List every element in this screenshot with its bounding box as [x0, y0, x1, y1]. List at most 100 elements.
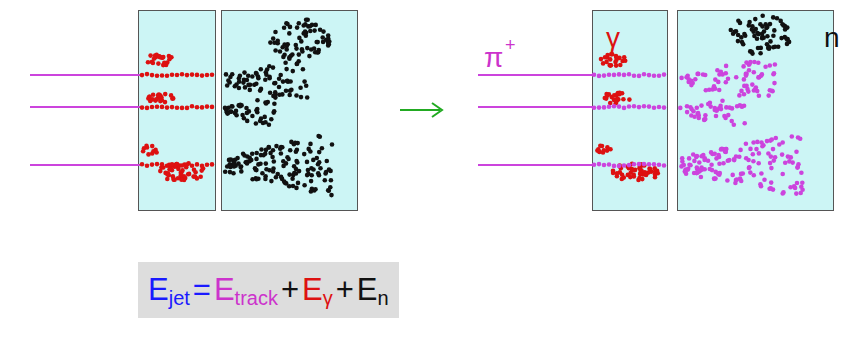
hit-dot	[771, 15, 776, 20]
hit-dot	[320, 146, 325, 151]
hit-dot	[232, 161, 237, 166]
hit-dot	[285, 79, 290, 84]
hit-dot	[286, 157, 291, 162]
hit-dot	[739, 35, 744, 40]
particle-label: n	[824, 24, 840, 52]
hit-dot	[695, 105, 700, 110]
hit-dot	[254, 82, 259, 87]
hit-dot	[759, 184, 764, 189]
hit-dot	[742, 84, 747, 89]
formula-symbol: E	[357, 272, 378, 308]
hit-dot	[302, 152, 307, 157]
hit-dot	[596, 147, 601, 152]
hit-dot	[622, 106, 627, 111]
hit-dot	[190, 164, 195, 169]
hit-dot	[775, 16, 780, 21]
hit-dot	[329, 178, 334, 183]
hit-dot	[236, 161, 241, 166]
hit-dot	[637, 105, 642, 110]
hit-dot	[155, 162, 160, 167]
hit-dot	[229, 157, 234, 162]
hit-dot	[744, 60, 749, 65]
ecal-box	[593, 11, 668, 211]
formula-box: Ejet=Etrack+Eγ+En	[138, 262, 399, 318]
hit-dot	[713, 77, 718, 82]
hit-dot	[702, 167, 707, 172]
hit-dot	[307, 54, 312, 59]
hit-dot	[223, 170, 228, 175]
hit-dot	[631, 172, 636, 177]
hcal-box	[678, 11, 834, 211]
hit-dot	[592, 106, 597, 111]
hit-dot	[258, 119, 263, 124]
hit-dot	[272, 159, 277, 164]
hit-dot	[750, 27, 755, 32]
hit-dot	[788, 185, 793, 190]
hit-dot	[679, 164, 684, 169]
hit-dot	[282, 179, 287, 184]
hit-dot	[678, 106, 683, 111]
hit-dot	[617, 72, 622, 77]
hit-dot	[292, 171, 297, 176]
hit-dot	[747, 68, 752, 73]
hit-dot	[141, 149, 146, 154]
hit-dot	[736, 39, 741, 44]
hit-dot	[245, 119, 250, 124]
hit-dot	[268, 40, 273, 45]
formula-symbol: E	[148, 272, 169, 308]
hit-dot	[772, 28, 777, 33]
hit-dot	[150, 144, 155, 149]
hit-dot	[271, 94, 276, 99]
hit-dot	[180, 72, 185, 77]
hit-dot	[691, 109, 696, 114]
hit-dot	[150, 105, 155, 110]
track-line	[478, 164, 594, 166]
hit-dot	[627, 97, 632, 102]
hit-dot	[284, 21, 289, 26]
hit-dot	[769, 186, 774, 191]
hit-dot	[273, 30, 278, 35]
hit-dot	[254, 177, 259, 182]
hit-dot	[234, 109, 239, 114]
hit-dot	[798, 191, 803, 196]
hit-dot	[756, 161, 761, 166]
hit-dot	[170, 72, 175, 77]
hit-dot	[708, 167, 713, 172]
hit-dot	[719, 107, 724, 112]
hit-dot	[680, 156, 685, 161]
hit-dot	[685, 110, 690, 115]
hit-dot	[724, 147, 729, 152]
hit-dot	[292, 164, 297, 169]
hit-dot	[226, 78, 231, 83]
hit-dot	[612, 164, 617, 169]
hit-dot	[757, 93, 762, 98]
hit-dot	[300, 49, 305, 54]
hit-dot	[254, 71, 259, 76]
hit-dot	[754, 147, 759, 152]
hit-dot	[289, 140, 294, 145]
hit-dot	[302, 79, 307, 84]
charge-superscript: +	[505, 36, 516, 54]
hit-dot	[160, 105, 165, 110]
hit-dot	[200, 164, 205, 169]
hit-dot	[798, 137, 803, 142]
hit-dot	[305, 46, 310, 51]
hit-dot	[150, 97, 155, 102]
hit-dot	[313, 187, 318, 192]
hit-dot	[205, 163, 210, 168]
hit-dot	[734, 178, 739, 183]
hit-dot	[274, 144, 279, 149]
hit-dot	[612, 73, 617, 78]
hit-dot	[299, 95, 304, 100]
hit-dot	[259, 67, 264, 72]
hit-dot	[301, 23, 306, 28]
hit-dot	[330, 142, 335, 147]
hit-dot	[263, 151, 268, 156]
formula-symbol: E	[214, 272, 235, 308]
hit-dot	[642, 72, 647, 77]
hit-dot	[726, 158, 731, 163]
hit-dot	[730, 173, 735, 178]
hit-dot	[140, 162, 145, 167]
hit-dot	[691, 152, 696, 157]
